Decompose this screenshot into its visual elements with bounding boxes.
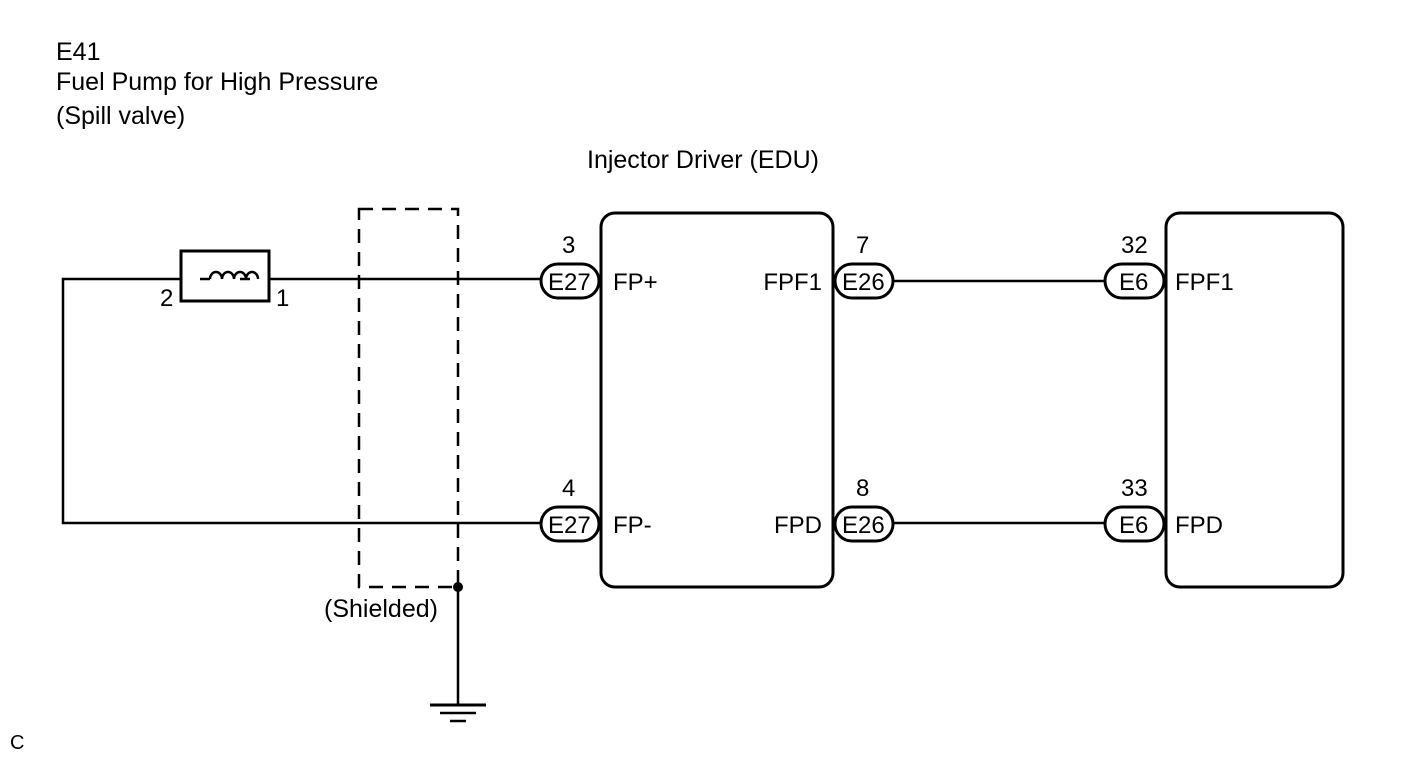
edu-connector-e27-bottom <box>539 505 601 543</box>
edu-pin-7: 7 <box>856 232 869 259</box>
ecm-connector-e6-top-label: E6 <box>1119 269 1148 296</box>
ecm-box <box>1164 211 1345 589</box>
ecm-pin-32: 32 <box>1121 232 1148 259</box>
ecm-connector-e6-bottom-label: E6 <box>1119 512 1148 539</box>
edu-connector-e27-top <box>539 262 601 300</box>
edu-box <box>599 211 835 589</box>
coil-icon <box>208 270 260 280</box>
shield-junction-dot <box>453 582 463 592</box>
edu-connector-e26-top-label: E26 <box>842 269 885 296</box>
edu-signal-fp-minus: FP- <box>613 512 652 539</box>
edu-pin-3: 3 <box>562 232 575 259</box>
component-code: E41 <box>56 38 100 66</box>
pump-pin-2: 2 <box>160 285 173 312</box>
shield-label: (Shielded) <box>324 595 438 623</box>
component-name: Fuel Pump for High Pressure <box>56 68 378 96</box>
edu-signal-fpf1: FPF1 <box>763 269 822 296</box>
edu-signal-fpd: FPD <box>774 512 822 539</box>
ecm-connector-e6-top <box>1103 262 1166 300</box>
edu-connector-e26-top <box>833 262 895 300</box>
edu-pin-4: 4 <box>562 475 575 502</box>
ground-icon <box>430 703 486 723</box>
edu-connector-e27-bottom-label: E27 <box>548 512 591 539</box>
fuel-pump-component <box>179 249 271 303</box>
corner-mark: C <box>10 732 24 754</box>
ecm-connector-e6-bottom <box>1103 505 1166 543</box>
ecm-signal-fpf1: FPF1 <box>1175 269 1234 296</box>
pump-pin-1: 1 <box>276 285 289 312</box>
edu-title: Injector Driver (EDU) <box>587 146 819 174</box>
edu-connector-e27-top-label: E27 <box>548 269 591 296</box>
edu-pin-8: 8 <box>856 475 869 502</box>
edu-connector-e26-bottom <box>833 505 895 543</box>
wire-left-loop <box>61 277 541 525</box>
shield-outline <box>357 207 460 589</box>
wires <box>61 277 1106 705</box>
ecm-signal-fpd: FPD <box>1175 512 1223 539</box>
edu-signal-fp-plus: FP+ <box>613 269 658 296</box>
fuel-pump-box <box>179 249 271 303</box>
edu-connector-e26-bottom-label: E26 <box>842 512 885 539</box>
component-sub: (Spill valve) <box>56 102 185 130</box>
ecm-pin-33: 33 <box>1121 475 1148 502</box>
